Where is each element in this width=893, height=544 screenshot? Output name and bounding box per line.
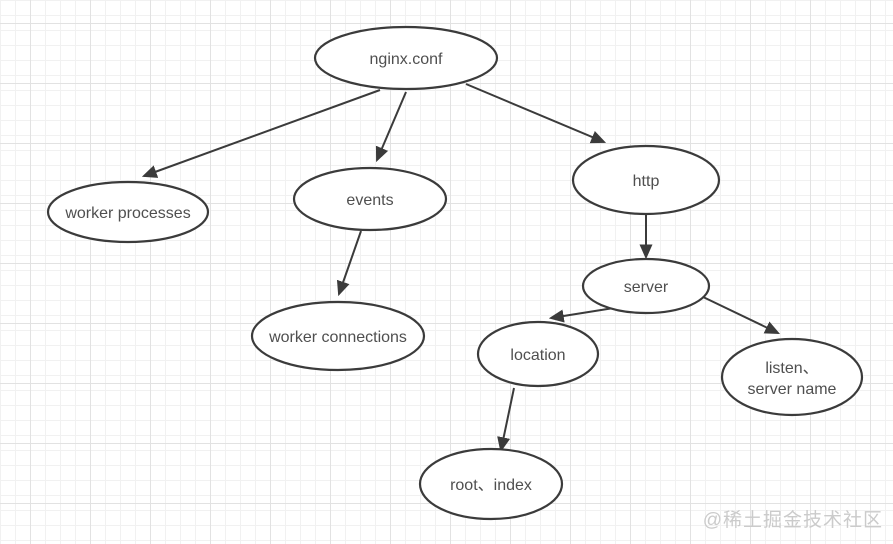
node-events-label: events (346, 192, 393, 209)
node-http-ellipse (571, 144, 721, 216)
node-listen-server-name-label-line1: listen、 (765, 360, 818, 377)
node-nginx-conf: nginx.conf (313, 25, 499, 91)
node-root-index-ellipse (418, 447, 564, 521)
node-server-ellipse (581, 257, 711, 315)
edge-location-to-root-index (497, 387, 515, 453)
node-events: events (292, 166, 448, 232)
node-worker-connections-ellipse (250, 300, 426, 372)
node-http: http (571, 144, 721, 216)
node-nginx-conf-label: nginx.conf (370, 51, 443, 68)
node-nginx-conf-ellipse (313, 25, 499, 91)
node-server: server (581, 257, 711, 315)
node-worker-processes: worker processes (46, 180, 210, 244)
node-location-label: location (510, 347, 565, 364)
node-root-index: root、index (418, 447, 564, 521)
edge-server-to-listen-server-name (700, 295, 781, 334)
node-location: location (476, 320, 600, 388)
edge-nginx-conf-to-worker-processes (141, 89, 381, 178)
watermark: @稀土掘金技术社区 (702, 510, 883, 531)
node-worker-connections: worker connections (250, 300, 426, 372)
edge-nginx-conf-to-events (375, 91, 407, 163)
node-listen-server-name-ellipse (720, 337, 864, 417)
edge-nginx-conf-to-http (465, 83, 607, 144)
nodes: nginx.conf worker processes events http … (46, 25, 864, 521)
edge-events-to-worker-connections (336, 230, 362, 297)
node-worker-connections-label: worker connections (268, 329, 407, 346)
node-worker-processes-label: worker processes (64, 205, 190, 222)
node-server-label: server (624, 279, 669, 296)
node-events-ellipse (292, 166, 448, 232)
node-listen-server-name: listen、 server name (720, 337, 864, 417)
node-http-label: http (633, 173, 660, 190)
node-location-ellipse (476, 320, 600, 388)
node-listen-server-name-label-line2: server name (748, 381, 837, 398)
node-root-index-label: root、index (450, 477, 532, 494)
node-worker-processes-ellipse (46, 180, 210, 244)
